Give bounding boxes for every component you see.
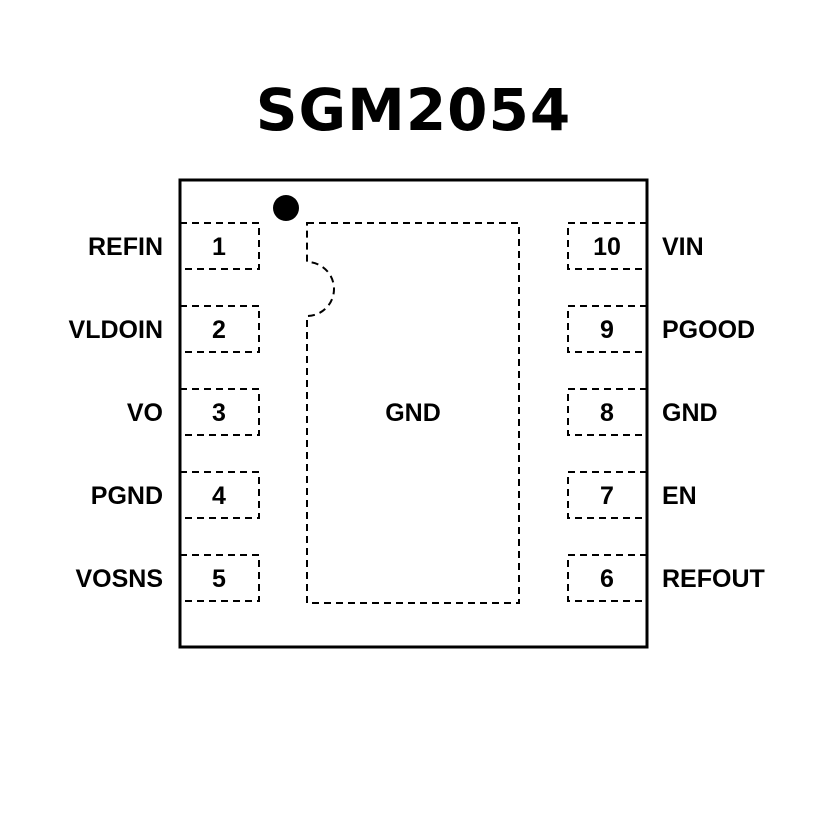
pin-number: 2 (212, 316, 226, 344)
pin-10: 10 VIN (567, 222, 704, 270)
pin-number: 1 (212, 233, 226, 261)
pin-number: 8 (600, 399, 614, 427)
pin-pad (180, 305, 260, 353)
pin-number: 10 (593, 233, 621, 261)
pin-name: VLDOIN (69, 316, 163, 344)
pin-4: 4 PGND (91, 471, 260, 519)
pin-5: 5 VOSNS (75, 554, 260, 602)
pin-name: PGND (91, 482, 163, 510)
pin-1: 1 REFIN (88, 222, 260, 270)
pin-pad (180, 388, 260, 436)
pin-7: 7 EN (567, 471, 697, 519)
pin-name: VOSNS (75, 565, 163, 593)
pin-pad (180, 471, 260, 519)
pin-name: VO (127, 399, 163, 427)
pin-number: 4 (212, 482, 226, 510)
pin-name: REFIN (88, 233, 163, 261)
pin1-indicator-dot (273, 195, 299, 221)
pin-pad (567, 471, 647, 519)
pin-number: 9 (600, 316, 614, 344)
pin-pad (180, 554, 260, 602)
pin-pad (567, 554, 647, 602)
package-outline (178, 178, 649, 649)
chip-title: SGM2054 (255, 76, 572, 144)
pin-name: VIN (662, 233, 704, 261)
pin-8: 8 GND (567, 388, 718, 436)
pin-name: EN (662, 482, 697, 510)
pin-pad (180, 222, 260, 270)
pin-number: 6 (600, 565, 614, 593)
exposed-pad (306, 222, 520, 604)
pin-2: 2 VLDOIN (69, 305, 260, 353)
pin-pad (567, 305, 647, 353)
pin-9: 9 PGOOD (567, 305, 755, 353)
pin-name: REFOUT (662, 565, 765, 593)
pin-pad (567, 388, 647, 436)
pin-number: 3 (212, 399, 226, 427)
pin-3: 3 VO (127, 388, 260, 436)
pin-number: 5 (212, 565, 226, 593)
pin-number: 7 (600, 482, 614, 510)
pin-name: GND (662, 399, 718, 427)
exposed-pad-label: GND (385, 399, 441, 427)
pin-name: PGOOD (662, 316, 755, 344)
pin-6: 6 REFOUT (567, 554, 765, 602)
pin-pad (567, 222, 647, 270)
